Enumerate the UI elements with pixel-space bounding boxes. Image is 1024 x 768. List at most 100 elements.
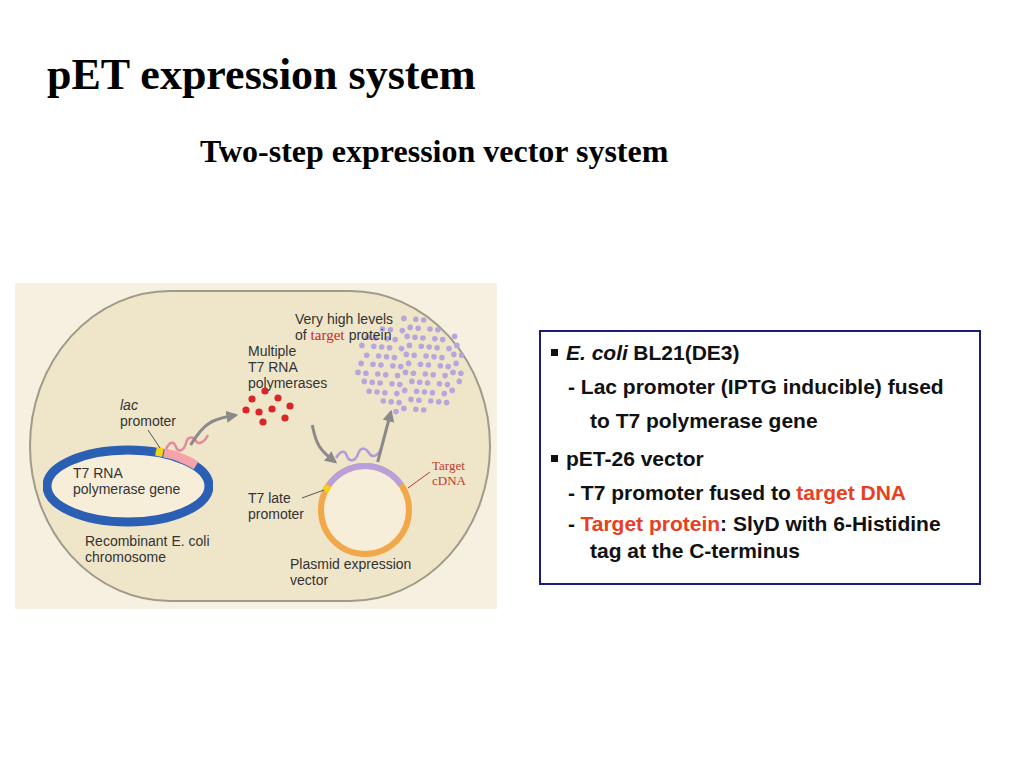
info-box: E. coliBL21(DE3)- Lac promoter (IPTG ind… <box>539 330 981 585</box>
protein-dot <box>393 409 399 415</box>
shape-outline <box>317 462 413 558</box>
protein-dot <box>413 406 419 412</box>
polymerase-dot <box>286 402 293 409</box>
protein-dot <box>439 355 445 361</box>
protein-dot <box>415 325 421 331</box>
protein-dot <box>419 343 425 349</box>
protein-dot <box>452 334 458 340</box>
protein-dot <box>379 344 385 350</box>
protein-dot <box>411 352 417 358</box>
gene-mark <box>164 453 196 466</box>
protein-dot <box>437 381 443 387</box>
bullet-marker <box>551 455 558 462</box>
protein-dot <box>453 361 459 367</box>
protein-dot <box>382 390 388 396</box>
protein-dot <box>426 344 432 350</box>
slide-title: pET expression system <box>47 52 476 98</box>
protein-dot <box>400 328 406 334</box>
protein-dot <box>459 352 465 358</box>
part-label: Target cDNA <box>432 458 480 488</box>
protein-dot <box>371 343 377 349</box>
protein-dot <box>444 400 450 406</box>
protein-dot <box>457 379 463 385</box>
protein-dot <box>383 372 389 378</box>
protein-dot <box>414 388 420 394</box>
protein-dot <box>411 370 417 376</box>
protein-dot <box>366 388 372 394</box>
protein-dot <box>387 345 393 351</box>
part-label: promoter <box>120 413 176 429</box>
edge-group <box>191 412 391 462</box>
protein-dot <box>421 317 427 323</box>
protein-dot <box>412 334 418 340</box>
protein-dot <box>418 361 424 367</box>
process-arrow <box>378 412 391 462</box>
protein-dot <box>420 335 426 341</box>
protein-dot <box>445 382 451 388</box>
protein-dot <box>451 352 457 358</box>
text-line: E. coliBL21(DE3) <box>551 336 925 370</box>
protein-dot <box>403 370 409 376</box>
protein-dot <box>430 390 436 396</box>
process-arrow <box>191 415 236 445</box>
protein-dot <box>407 343 413 349</box>
protein-dot <box>358 361 364 367</box>
protein-dot <box>454 343 460 349</box>
promoter-mark <box>325 486 328 491</box>
protein-dot <box>423 353 429 359</box>
protein-dot <box>396 400 402 406</box>
polymerase-dot <box>248 395 255 402</box>
plasmid-circle: Plasmid expression vector <box>317 462 413 558</box>
protein-dot <box>431 354 437 360</box>
protein-dot <box>378 362 384 368</box>
protein-dot <box>362 379 368 385</box>
polymerase-dot <box>268 405 275 412</box>
polymerase-cluster: Multiple T7 RNA polymerases <box>236 340 336 425</box>
protein-dot <box>376 353 382 359</box>
protein-cluster: Very high levels oftargetprotein <box>345 305 465 412</box>
leader-line <box>408 472 430 488</box>
protein-dot <box>413 316 419 322</box>
protein-dot <box>390 363 396 369</box>
protein-dot <box>435 327 441 333</box>
node-text: protein <box>349 327 392 343</box>
protein-dot <box>401 316 407 322</box>
protein-dot <box>427 326 433 332</box>
protein-dot <box>450 370 456 376</box>
text-line: pET-26 vector <box>551 442 925 476</box>
protein-dot <box>425 380 431 386</box>
protein-dot <box>375 371 381 377</box>
box-text: - T7 promoter fused to <box>568 481 791 504</box>
part-label: T7 late promoter <box>248 490 318 522</box>
plasmid-outline <box>321 466 409 554</box>
target-insert <box>329 466 401 485</box>
box-text: target DNA <box>796 481 906 504</box>
mrna-wave <box>336 449 381 461</box>
protein-dot <box>374 389 380 395</box>
protein-dot <box>404 352 410 358</box>
protein-dot <box>428 398 434 404</box>
subtitle: Two-step expression vector system <box>200 133 668 169</box>
protein-dot <box>407 325 413 331</box>
protein-dot <box>399 346 405 352</box>
polymerase-dot <box>259 418 266 425</box>
protein-dot <box>422 389 428 395</box>
box-text: E. coli <box>566 341 628 364</box>
protein-dot <box>442 391 448 397</box>
promoter-mark <box>156 451 163 453</box>
chromosome-outline <box>47 450 209 522</box>
protein-dot <box>392 337 398 343</box>
polymerase-dot <box>242 406 249 413</box>
protein-dot <box>449 388 455 394</box>
protein-dot <box>363 370 369 376</box>
protein-dot <box>395 373 401 379</box>
protein-dot <box>423 371 429 377</box>
protein-dot <box>381 398 387 404</box>
polymerase-dot <box>274 394 281 401</box>
protein-dot <box>434 345 440 351</box>
protein-dot <box>359 343 365 349</box>
text-block: Very high levels oftargetprotein <box>295 311 413 343</box>
protein-dot <box>389 381 395 387</box>
protein-dot <box>392 355 398 361</box>
protein-dot <box>401 406 407 412</box>
